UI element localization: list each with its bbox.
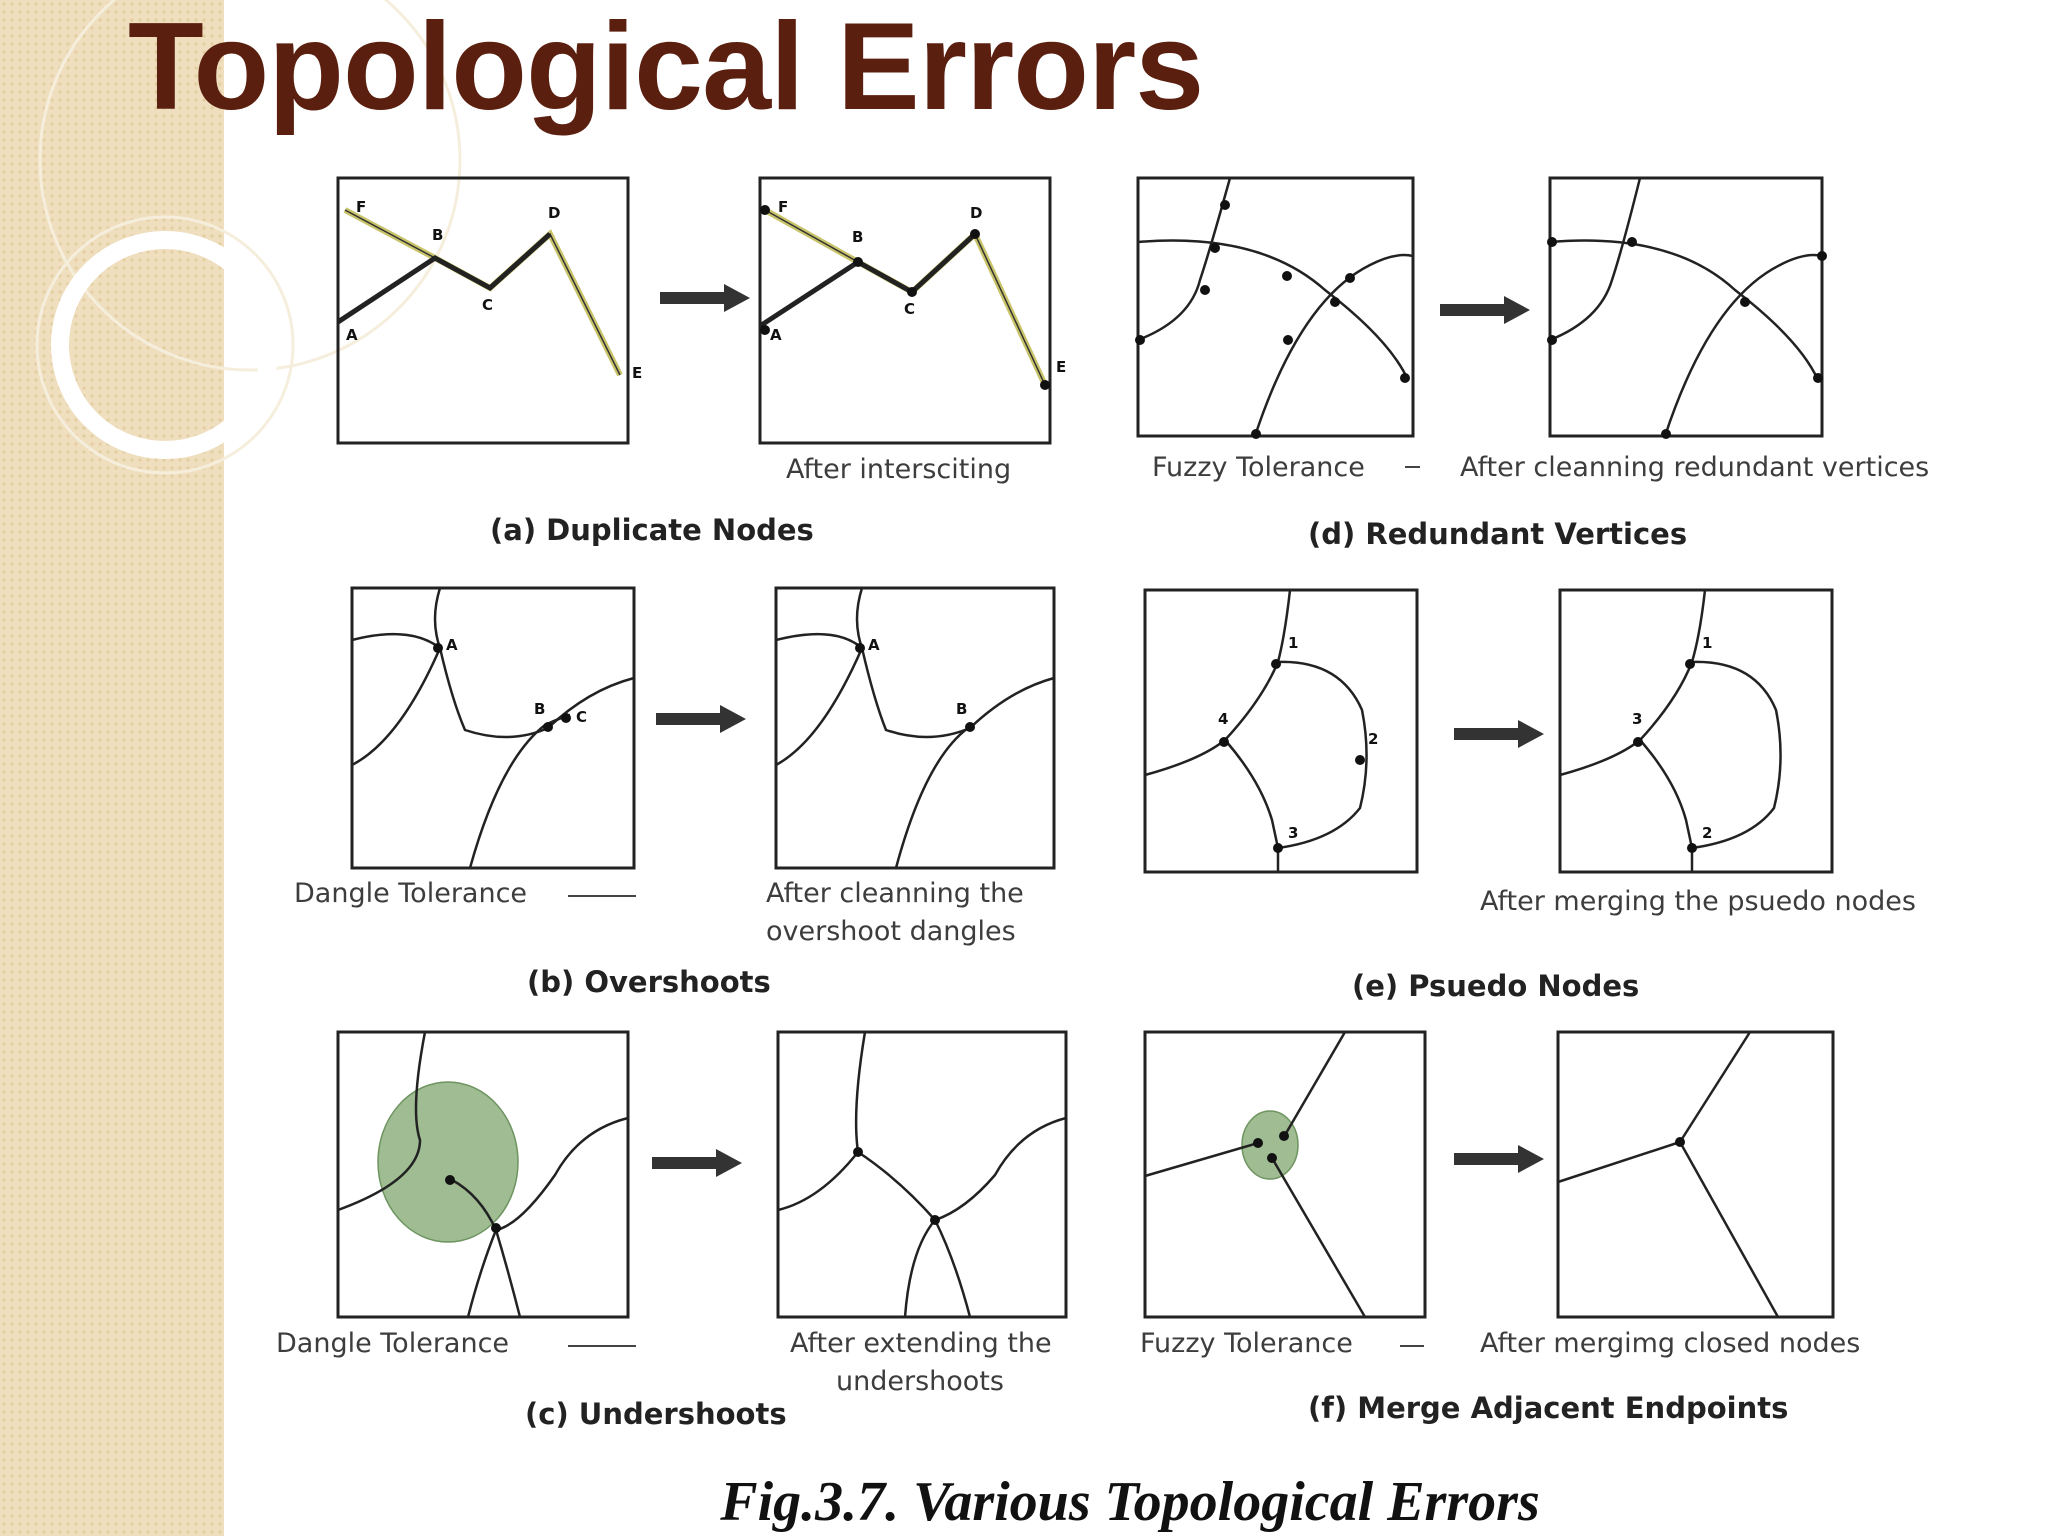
panel-f-left-label: Fuzzy Tolerance [1140,1328,1353,1359]
point-label-d: D [548,204,560,222]
panel-f [1143,1030,1835,1319]
panel-c-right-label-1: After extending the [790,1328,1052,1359]
arrow-icon [656,705,746,733]
decorative-rings [35,0,462,475]
panel-c-right-label-2: undershoots [836,1366,1004,1397]
point-label-e: E [632,364,642,382]
point-label-a: A [346,326,358,344]
point-label-a-after: A [868,636,880,654]
panel-f-right-label: After mergimg closed nodes [1480,1328,1860,1359]
arrow-icon [660,284,750,312]
panel-b-right-label-2: overshoot dangles [766,916,1016,947]
panel-b-title: (b) Overshoots [527,965,771,999]
point-label-f-after: F [778,198,788,216]
arrow-icon [1454,1145,1544,1173]
point-label-b: B [534,700,545,718]
arrow-icon [1454,720,1544,748]
point-label-d-after: D [970,204,982,222]
point-label-3-after: 3 [1632,710,1642,728]
panel-d-title: (d) Redundant Vertices [1308,517,1687,551]
panel-c [336,1030,1068,1319]
point-label-1-after: 1 [1702,634,1712,652]
panel-d-right-label: After cleanning redundant vertices [1460,452,1929,483]
point-label-3: 3 [1288,824,1298,842]
point-label-4: 4 [1218,710,1228,728]
panel-a: F B D C A E F B D C A E [336,176,1066,445]
slide-title: Topological Errors [128,0,1204,136]
panel-c-title: (c) Undershoots [525,1397,787,1431]
point-label-1: 1 [1288,634,1298,652]
panel-a-right-label: After intersciting [786,454,1011,485]
panel-b: A B C A B [350,586,1056,870]
point-label-c-after: C [904,300,915,318]
arrow-icon [652,1149,742,1177]
panel-e-title: (e) Psuedo Nodes [1352,969,1639,1003]
point-label-c: C [482,296,493,314]
point-label-2: 2 [1368,730,1378,748]
point-label-b: B [432,226,443,244]
arrow-icon [1440,296,1530,324]
panel-f-title: (f) Merge Adjacent Endpoints [1308,1391,1788,1425]
point-label-c: C [576,708,587,726]
point-label-2-after: 2 [1702,824,1712,842]
panel-b-right-label-1: After cleanning the [766,878,1024,909]
point-label-a-after: A [770,326,782,344]
panel-e: 1 2 3 4 1 2 3 [1143,588,1834,874]
panel-b-left-label: Dangle Tolerance [294,878,527,909]
panel-d-left-label: Fuzzy Tolerance [1152,452,1365,483]
point-label-b-after: B [956,700,967,718]
figure-caption: Fig.3.7. Various Topological Errors [720,1471,1540,1533]
point-label-f: F [356,198,366,216]
point-label-b-after: B [852,228,863,246]
point-label-e-after: E [1056,358,1066,376]
panel-e-right-label: After merging the psuedo nodes [1480,886,1916,917]
panel-d [1135,176,1827,439]
panel-a-title: (a) Duplicate Nodes [490,513,814,547]
panel-c-left-label: Dangle Tolerance [276,1328,509,1359]
point-label-a: A [446,636,458,654]
